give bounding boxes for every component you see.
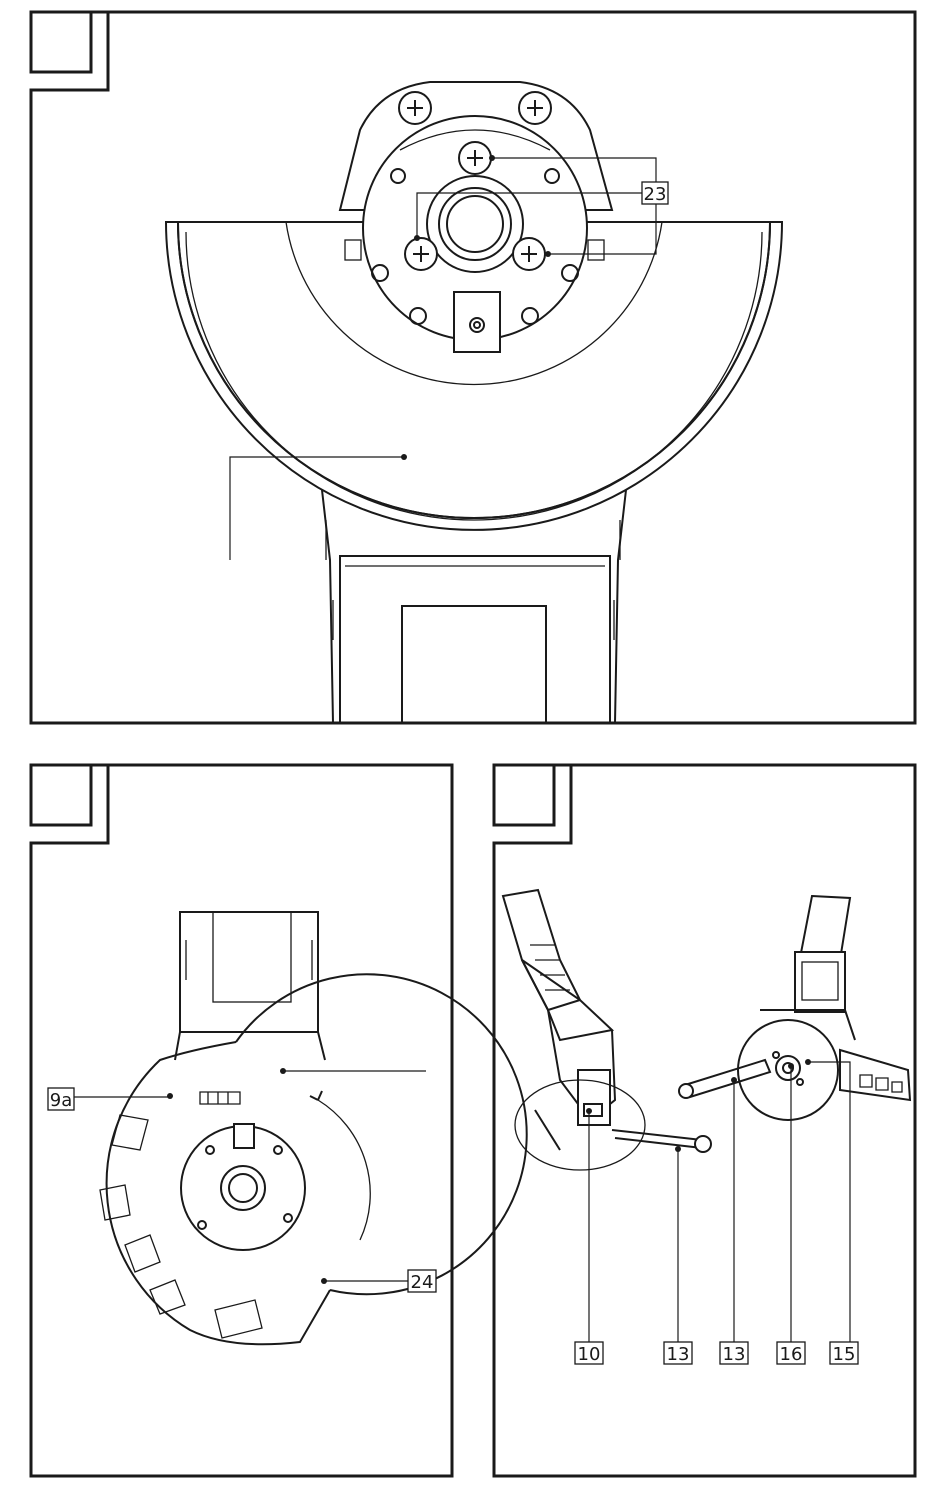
label-13-left: 13 <box>664 1342 692 1365</box>
label-15: 15 <box>830 1342 858 1365</box>
figure-2-number-box <box>31 765 91 825</box>
figure-3-labels: 10 13 13 16 15 <box>575 1342 858 1365</box>
label-9a-text: 9a <box>50 1090 72 1111</box>
screw-icon <box>459 142 491 174</box>
screw-icon <box>519 92 551 124</box>
label-10: 10 <box>575 1342 603 1365</box>
label-23: 23 <box>642 182 668 205</box>
grinder-gear-housing <box>322 490 626 723</box>
label-13-right-text: 13 <box>723 1344 746 1365</box>
label-24: 24 <box>408 1270 436 1293</box>
grinder-right <box>679 896 910 1120</box>
grinder-left <box>503 890 711 1170</box>
screw-icon <box>513 238 545 270</box>
figure-2-frame <box>31 765 452 1476</box>
figure-2-panel: 9a 24 <box>31 765 527 1476</box>
label-15-text: 15 <box>833 1344 856 1365</box>
mounting-flange-plate <box>340 82 612 352</box>
label-24-text: 24 <box>411 1272 434 1293</box>
guard-rotated <box>100 974 527 1344</box>
label-13-left-text: 13 <box>667 1344 690 1365</box>
label-23-text: 23 <box>644 184 667 205</box>
label-16-text: 16 <box>780 1344 803 1365</box>
figure-3-panel: 10 13 13 16 15 <box>494 765 915 1476</box>
label-13-right: 13 <box>720 1342 748 1365</box>
label-10-text: 10 <box>578 1344 601 1365</box>
label-9a: 9a <box>48 1088 74 1111</box>
figure-1-number-box <box>31 12 91 72</box>
figure-3-number-box <box>494 765 554 825</box>
label-16: 16 <box>777 1342 805 1365</box>
screw-icon <box>405 238 437 270</box>
mounting-flange-rotated <box>181 1092 305 1250</box>
figure-1-panel: 23 <box>31 12 915 723</box>
figure-3-frame <box>494 765 915 1476</box>
grinder-body-top <box>175 912 325 1060</box>
screw-icon <box>399 92 431 124</box>
